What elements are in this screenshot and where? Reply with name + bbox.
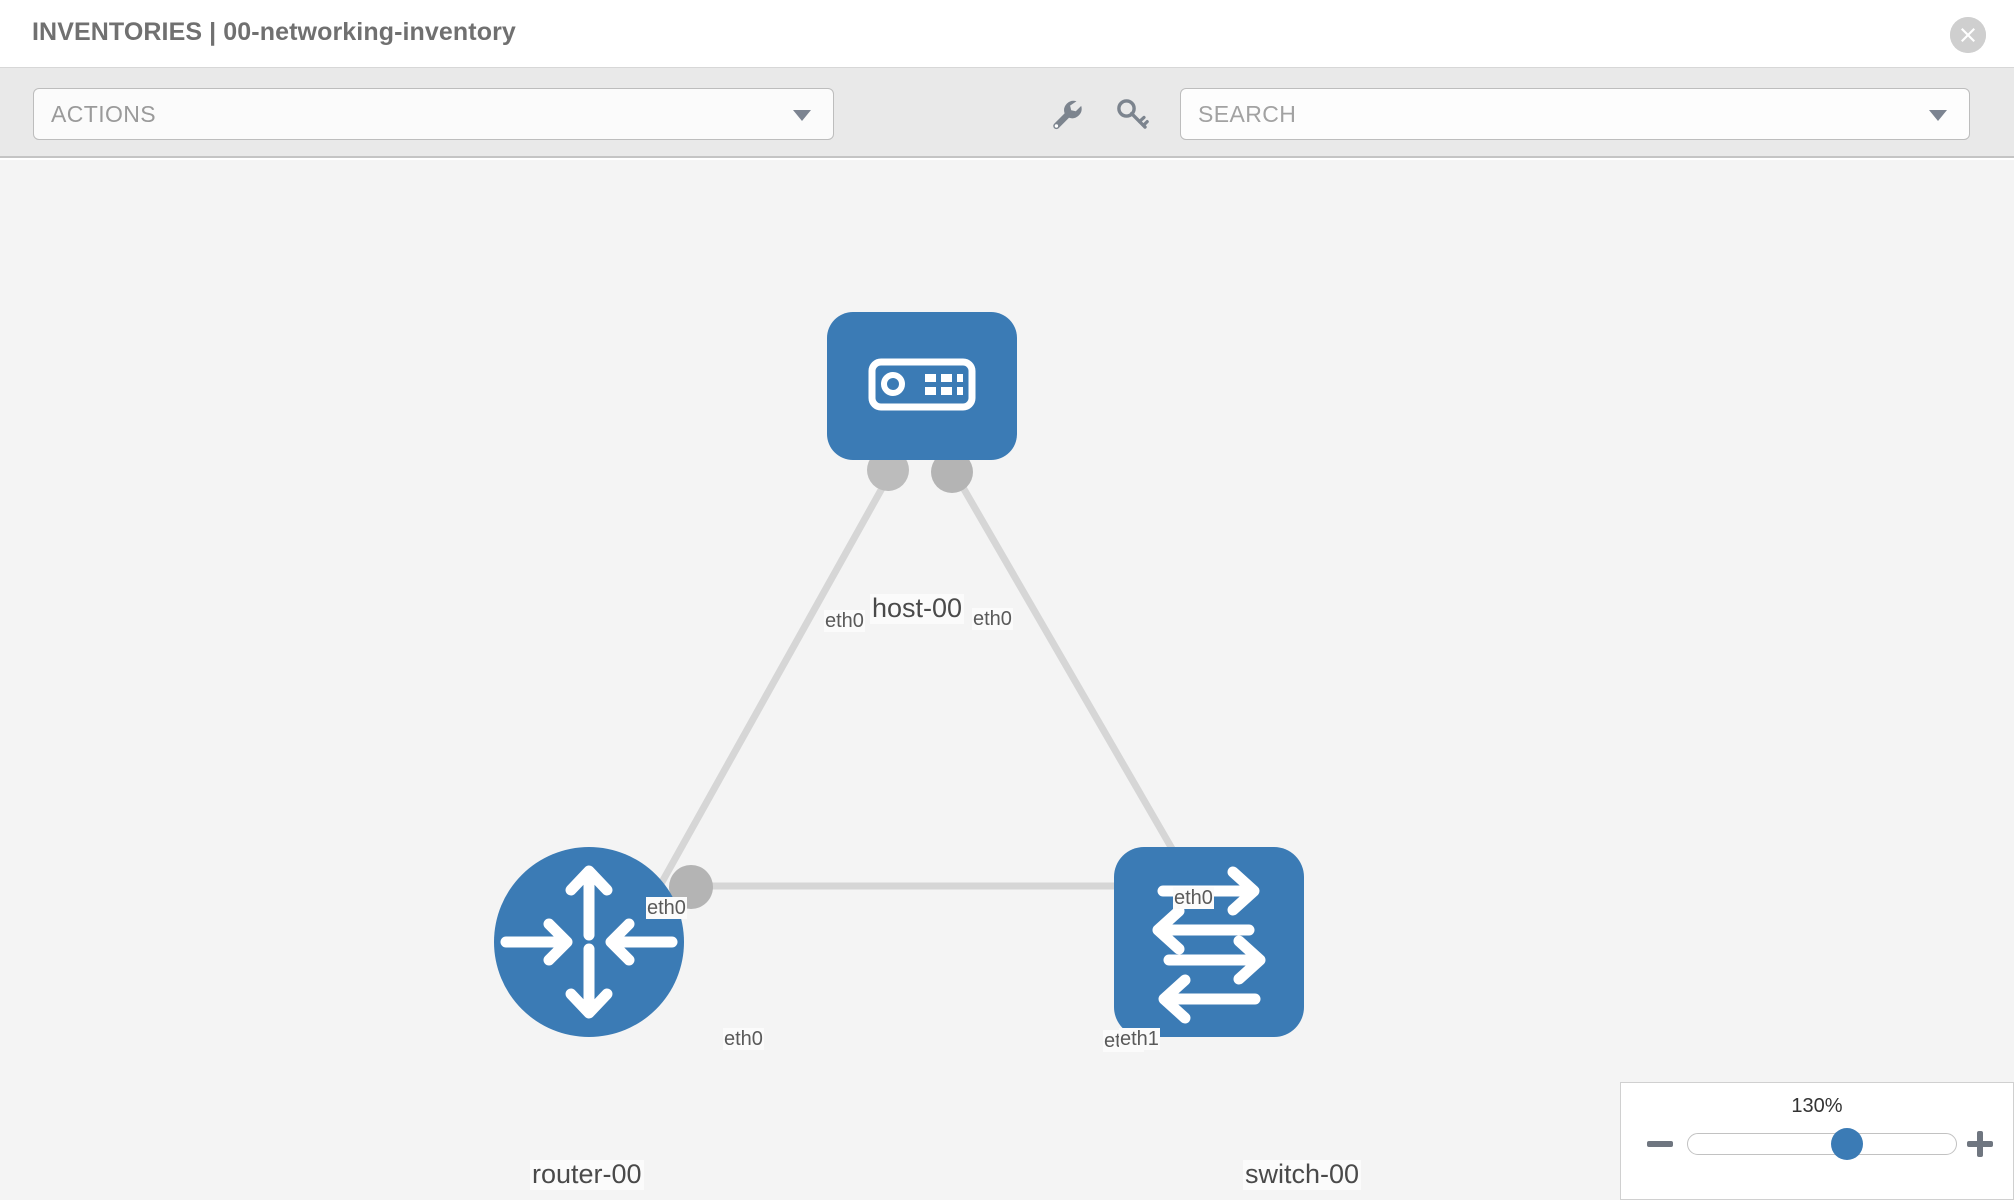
iface-label-host00-eth0-left: eth0 — [824, 610, 865, 632]
node-label-router-00: router-00 — [530, 1159, 644, 1190]
chevron-down-icon[interactable] — [1929, 110, 1947, 121]
topology-canvas[interactable]: host-00 router-00 switch-00 eth0 eth0 et… — [0, 160, 2014, 1200]
search-input[interactable]: SEARCH — [1180, 88, 1970, 140]
iface-label-host00-eth0-right: eth0 — [972, 608, 1013, 630]
toolbar: ACTIONS SEARCH — [0, 68, 2014, 158]
node-switch-00[interactable] — [1114, 847, 1304, 1037]
connector-host00-eth0-right[interactable] — [931, 451, 973, 493]
server-device-icon — [868, 358, 976, 411]
iface-label-switch00-eth0-uplink: eth0 — [1173, 887, 1214, 909]
node-label-switch-00: switch-00 — [1243, 1159, 1362, 1190]
plus-icon[interactable] — [1963, 1127, 1997, 1161]
node-router-00[interactable] — [494, 847, 684, 1037]
iface-label-router00-eth0-uplink: eth0 — [646, 897, 687, 919]
actions-dropdown-label: ACTIONS — [51, 101, 157, 127]
actions-dropdown[interactable]: ACTIONS — [33, 88, 834, 140]
zoom-control-panel: 130% — [1620, 1082, 2014, 1200]
topology-graph — [494, 312, 1304, 1037]
wrench-icon[interactable] — [1046, 94, 1086, 134]
minus-icon[interactable] — [1643, 1127, 1677, 1161]
node-label-host-00: host-00 — [870, 593, 965, 624]
iface-label-router00-eth0: eth0 — [723, 1028, 764, 1050]
close-icon[interactable] — [1950, 17, 1986, 53]
search-input-value: SEARCH — [1198, 101, 1297, 127]
zoom-slider-track[interactable] — [1687, 1128, 1957, 1160]
node-host-00[interactable] — [827, 312, 1017, 460]
router-converging-arrows-icon — [500, 865, 678, 1019]
link-host00-router00[interactable] — [648, 463, 899, 902]
zoom-slider-thumb[interactable] — [1830, 1128, 1863, 1160]
page-title: INVENTORIES | 00-networking-inventory — [32, 18, 516, 46]
chevron-down-icon — [793, 110, 811, 121]
zoom-level-value: 130% — [1791, 1095, 1843, 1117]
page-header: INVENTORIES | 00-networking-inventory — [0, 0, 2014, 68]
key-icon[interactable] — [1112, 94, 1152, 134]
iface-label-switch00-eth1: eth1 — [1119, 1028, 1160, 1050]
